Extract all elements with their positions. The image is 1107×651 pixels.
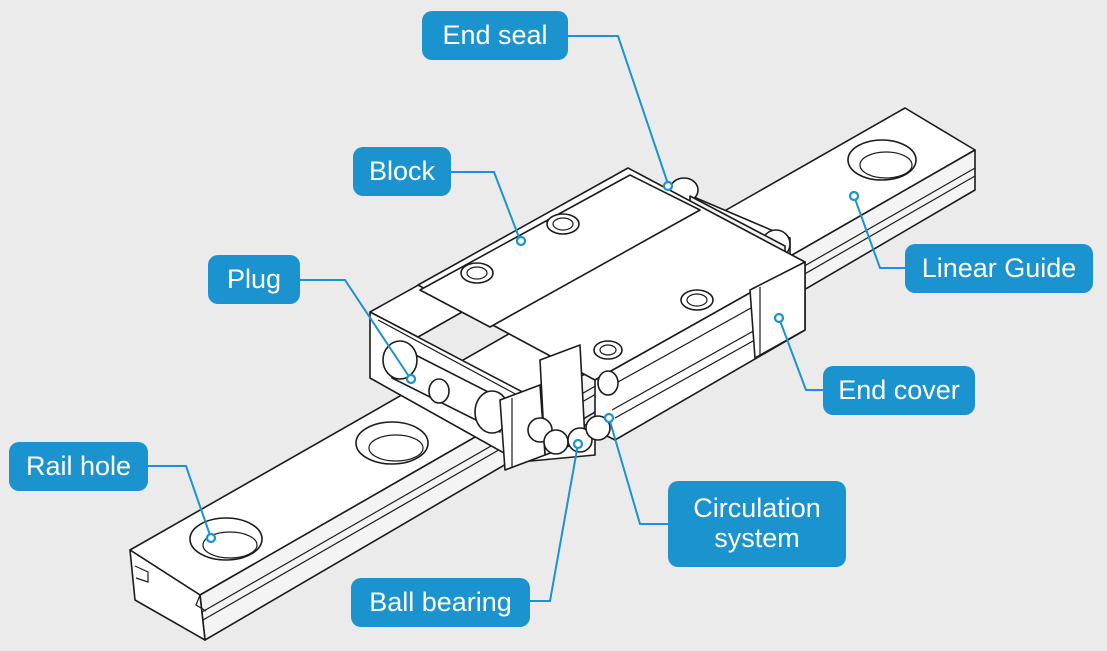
rail-holes (189, 139, 917, 561)
dot-linear-guide (848, 190, 860, 202)
leader-lines (146, 35, 906, 602)
leader-end-cover (778, 317, 826, 391)
rail-hole-label: Rail hole (9, 442, 148, 491)
end-cover-label: End cover (823, 366, 975, 415)
dot-circulation (603, 412, 615, 424)
plug-part (382, 340, 546, 471)
leader-dots (205, 180, 860, 544)
dot-block (515, 235, 527, 247)
leader-end-seal (566, 35, 669, 185)
plug-label: Plug (208, 255, 300, 304)
block-holes (460, 213, 714, 396)
leader-linear-guide (853, 195, 906, 269)
ball-bearing-label: Ball bearing (351, 578, 530, 627)
end-seal-label: End seal (422, 11, 568, 60)
circulation-label-line2: system (714, 523, 800, 553)
leader-ball-bearing (530, 443, 579, 602)
dot-end-cover (773, 312, 785, 324)
circulation-label-line1: Circulation (693, 493, 821, 524)
dot-plug (405, 373, 417, 385)
circulation-system-label: Circulation system (668, 481, 846, 567)
dot-ball-bearing (572, 438, 584, 450)
block-label: Block (353, 147, 451, 196)
leader-block (450, 171, 521, 241)
dot-rail-hole (205, 532, 217, 544)
leader-rail-hole (146, 465, 212, 539)
dot-end-seal (662, 180, 674, 192)
leader-plug (298, 279, 411, 379)
leader-circulation (608, 417, 668, 525)
linear-guide-label: Linear Guide (905, 244, 1093, 293)
